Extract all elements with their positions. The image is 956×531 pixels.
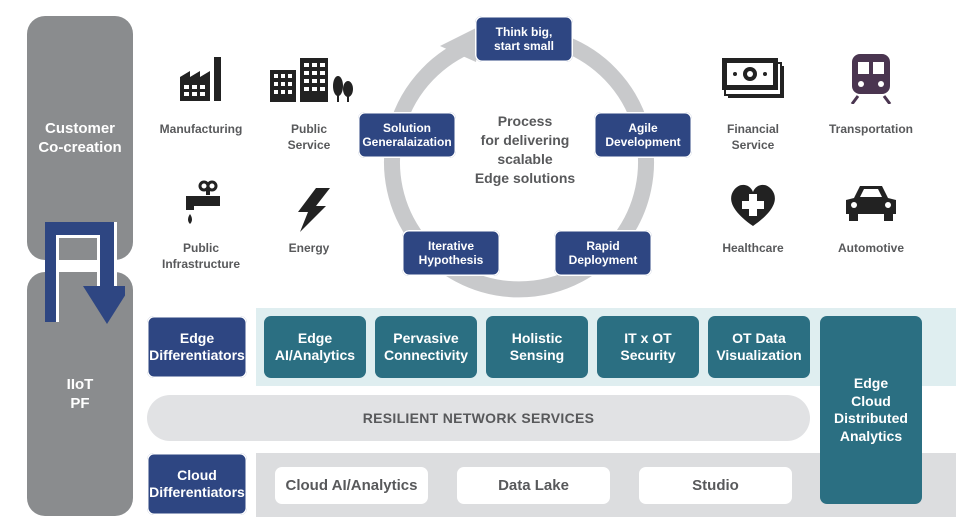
iiot-pf-label: IIoT PF [66, 375, 94, 413]
process-think-big: Think big, start small [475, 16, 573, 62]
edge-item-label: IT x OT Security [620, 330, 676, 363]
lightning-icon [298, 188, 330, 232]
cloud-differentiators-label: Cloud Differentiators [149, 467, 245, 500]
process-center-text: Process for delivering scalable Edge sol… [474, 113, 576, 186]
edge-item-label: Pervasive Connectivity [383, 330, 468, 363]
banknote-icon [722, 58, 784, 98]
industry-healthcare: Healthcare [722, 241, 784, 255]
process-agile-label: Agile Development [605, 120, 681, 149]
customer-cocreation-label: Customer Co-creation [38, 119, 122, 157]
edge-item-ai-analytics: Edge AI/Analytics [264, 316, 366, 378]
arrow-down-icon [45, 222, 125, 324]
process-agile: Agile Development [594, 112, 692, 158]
edge-item-it-ot-security: IT x OT Security [597, 316, 699, 378]
edge-differentiators-label: Edge Differentiators [149, 330, 245, 363]
edge-item-holistic-sensing: Holistic Sensing [486, 316, 588, 378]
industry-public-infrastructure: Public Infrastructure [161, 241, 241, 271]
factory-icon [180, 57, 221, 101]
buildings-icon [270, 58, 353, 102]
train-icon [850, 54, 892, 104]
edge-differentiators: Edge Differentiators [147, 316, 247, 378]
cloud-item-label: Cloud AI/Analytics [285, 477, 418, 494]
industry-automotive: Automotive [838, 241, 904, 255]
industry-manufacturing: Manufacturing [159, 122, 243, 136]
cloud-differentiators: Cloud Differentiators [147, 453, 247, 515]
cloud-item-data-lake: Data Lake [457, 467, 610, 504]
edge-item-pervasive-connectivity: Pervasive Connectivity [375, 316, 477, 378]
edge-item-label: OT Data Visualization [716, 330, 802, 363]
process-solution-label: Solution Generalaization [362, 120, 452, 149]
resilient-network-services: RESILIENT NETWORK SERVICES [147, 395, 810, 441]
process-think-big-label: Think big, start small [493, 24, 555, 53]
cloud-item-ai-analytics: Cloud AI/Analytics [275, 467, 428, 504]
edge-cloud-label: Edge Cloud Distributed Analytics [834, 375, 908, 444]
industry-transportation: Transportation [828, 122, 913, 136]
cloud-item-label: Data Lake [498, 477, 569, 494]
industry-public-service: Public Service [287, 122, 331, 152]
customer-cocreation-pill: Customer Co-creation [27, 16, 133, 260]
cloud-item-label: Studio [692, 477, 739, 494]
industry-energy: Energy [288, 241, 330, 255]
edge-item-label: Edge AI/Analytics [274, 330, 356, 363]
cloud-item-studio: Studio [639, 467, 792, 504]
process-iterative-label: Iterative Hypothesis [418, 238, 484, 267]
process-solution: Solution Generalaization [358, 112, 456, 158]
car-icon [846, 186, 896, 221]
process-rapid: Rapid Deployment [554, 230, 652, 276]
network-label: RESILIENT NETWORK SERVICES [362, 410, 595, 426]
process-iterative: Iterative Hypothesis [402, 230, 500, 276]
industry-financial-service: Financial Service [726, 122, 779, 152]
edge-item-label: Holistic Sensing [509, 330, 565, 363]
heart-cross-icon [731, 184, 775, 226]
process-rapid-label: Rapid Deployment [568, 238, 638, 267]
edge-cloud-distributed-analytics: Edge Cloud Distributed Analytics [820, 316, 922, 504]
edge-item-ot-data-visualization: OT Data Visualization [708, 316, 810, 378]
faucet-icon [186, 180, 220, 224]
